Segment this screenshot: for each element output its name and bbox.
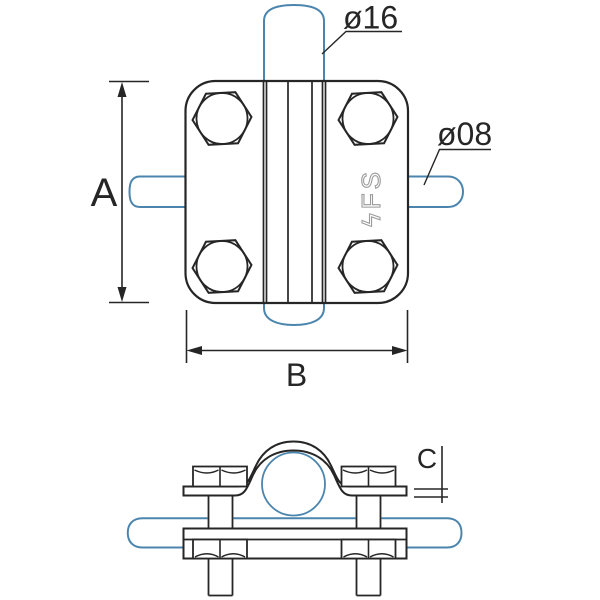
top-view: ϟFS xyxy=(128,3,465,327)
dia08-label: ø08 xyxy=(437,116,492,152)
nut-right xyxy=(340,538,397,560)
dimension-b-label: B xyxy=(286,357,307,393)
rod-channel-lines xyxy=(262,82,327,302)
nut-left xyxy=(192,538,248,560)
side-view xyxy=(126,440,463,597)
dia16-label: ø16 xyxy=(343,0,398,36)
saddle-strap xyxy=(182,440,408,497)
fs-logo-text: ϟFS xyxy=(356,168,386,227)
vertical-rod-bottom-stub xyxy=(263,300,325,327)
horizontal-rod-left-stub xyxy=(128,175,189,208)
dimension-a-label: A xyxy=(91,171,118,215)
side-rod16-section xyxy=(261,451,326,517)
bolt-head-right xyxy=(340,465,397,488)
dimension-a: A xyxy=(91,80,149,304)
vertical-rod-top-stub xyxy=(263,3,325,84)
callout-dia16: ø16 xyxy=(321,0,402,55)
horizontal-rod-right-stub xyxy=(404,175,465,208)
dimension-c-label: C xyxy=(417,443,437,474)
bolt-shafts xyxy=(207,495,382,597)
callout-dia08: ø08 xyxy=(423,116,492,186)
dimension-b: B xyxy=(185,310,409,393)
bolt-head-left xyxy=(192,465,248,488)
dimension-c: C xyxy=(414,443,448,503)
